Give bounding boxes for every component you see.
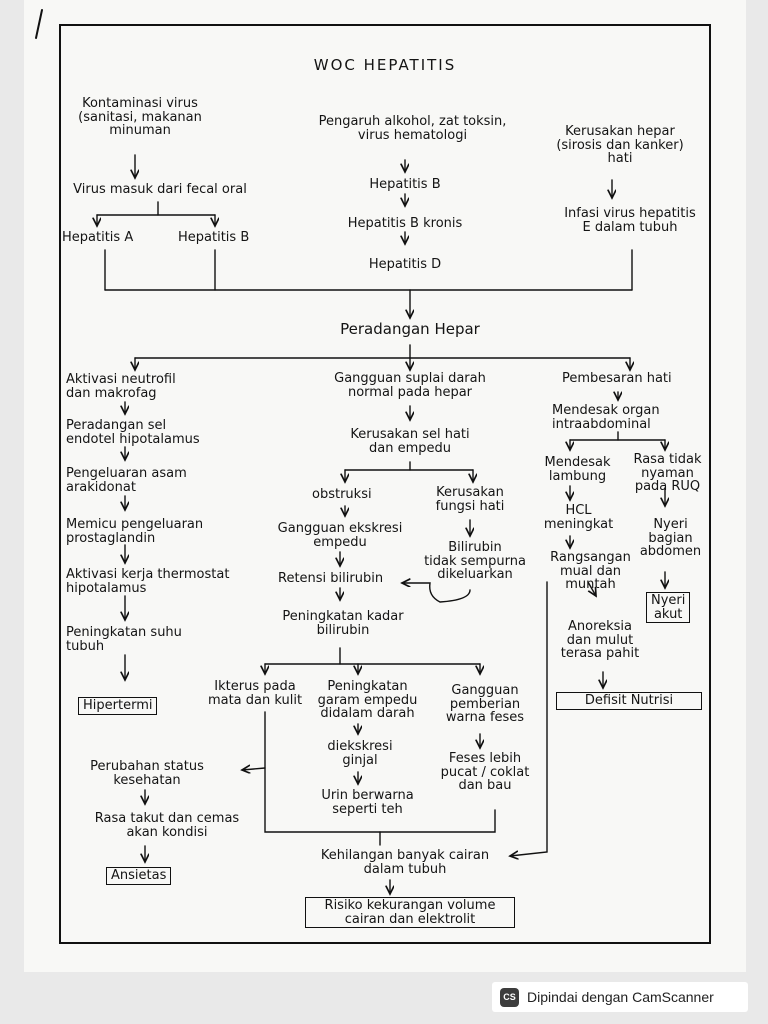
- node-pengaruh: Pengaruh alkohol, zat toksin, virus hema…: [318, 114, 507, 143]
- node-kerusakan-sel: Kerusakan sel hati dan empedu: [350, 427, 470, 456]
- node-virus-masuk: Virus masuk dari fecal oral: [73, 182, 247, 197]
- diagnosis-nyeri-akut: Nyeri akut: [646, 592, 691, 624]
- node-hcl-meningkat: HCL meningkat: [543, 503, 614, 532]
- camscanner-watermark: CS Dipindai dengan CamScanner: [492, 982, 748, 1012]
- watermark-text: Dipindai dengan CamScanner: [527, 989, 714, 1005]
- node-rasa-tidak-nyaman: Rasa tidak nyaman pada RUQ: [633, 452, 702, 495]
- node-perubahan-status: Perubahan status kesehatan: [90, 759, 204, 788]
- node-anoreksia: Anoreksia dan mulut terasa pahit: [560, 619, 640, 662]
- node-peningkatan-kadar: Peningkatan kadar bilirubin: [282, 609, 404, 638]
- node-feses: Feses lebih pucat / coklat dan bau: [440, 751, 530, 794]
- node-bilirubin-tidak: Bilirubin tidak sempurna dikeluarkan: [424, 540, 526, 583]
- node-mendesak-lambung: Mendesak lambung: [544, 455, 611, 484]
- node-urin: Urin berwarna seperti teh: [321, 788, 414, 817]
- node-peradangan-hepar: Peradangan Hepar: [340, 320, 480, 338]
- camscanner-logo-icon: CS: [500, 987, 519, 1007]
- diagnosis-risiko-volume: Risiko kekurangan volume cairan dan elek…: [305, 897, 515, 929]
- node-peningkatan-suhu: Peningkatan suhu tubuh: [66, 625, 182, 654]
- node-hepatitis-b-left: Hepatitis B: [178, 230, 250, 245]
- node-nyeri-bagian: Nyeri bagian abdomen: [639, 517, 702, 560]
- node-kerusakan-hepar: Kerusakan hepar (sirosis dan kanker) hat…: [556, 124, 684, 167]
- node-mendesak-organ: Mendesak organ intraabdominal: [552, 403, 660, 432]
- node-memicu-pengeluaran: Memicu pengeluaran prostaglandin: [66, 517, 204, 546]
- node-ikterus: Ikterus pada mata dan kulit: [207, 679, 303, 708]
- node-kontaminasi: Kontaminasi virus (sanitasi, makanan min…: [78, 96, 202, 139]
- node-aktivasi-neutrofil: Aktivasi neutrofil dan makrofag: [66, 372, 176, 401]
- diagnosis-hipertermi: Hipertermi: [78, 697, 158, 715]
- node-gangguan-suplai: Gangguan suplai darah normal pada hepar: [334, 371, 486, 400]
- node-pembesaran-hati: Pembesaran hati: [562, 371, 672, 386]
- node-hepatitis-a: Hepatitis A: [62, 230, 134, 245]
- node-gangguan-pemberian: Gangguan pemberian warna feses: [445, 683, 525, 726]
- diagram-title: WOC HEPATITIS: [313, 56, 457, 74]
- node-kerusakan-fungsi: Kerusakan fungsi hati: [435, 485, 505, 514]
- node-rangsangan: Rangsangan mual dan muntah: [550, 550, 631, 593]
- node-infasi: Infasi virus hepatitis E dalam tubuh: [564, 206, 696, 235]
- node-aktivasi-thermostat: Aktivasi kerja thermostat hipotalamus: [66, 567, 230, 596]
- node-pengeluaran-asam: Pengeluaran asam arakidonat: [66, 466, 187, 495]
- node-gangguan-ekskresi: Gangguan ekskresi empedu: [277, 521, 403, 550]
- node-rasa-takut: Rasa takut dan cemas akan kondisi: [94, 811, 240, 840]
- node-retensi-bilirubin: Retensi bilirubin: [278, 571, 384, 586]
- node-hepatitis-d: Hepatitis D: [368, 257, 442, 272]
- diagnosis-defisit-nutrisi: Defisit Nutrisi: [556, 692, 702, 710]
- node-peradangan-sel: Peradangan sel endotel hipotalamus: [66, 418, 200, 447]
- node-hepatitis-b: Hepatitis B: [369, 177, 441, 192]
- node-diekskresi-ginjal: diekskresi ginjal: [327, 739, 393, 768]
- scanned-paper: [24, 0, 746, 972]
- diagnosis-ansietas: Ansietas: [106, 867, 172, 885]
- node-kehilangan-cairan: Kehilangan banyak cairan dalam tubuh: [320, 848, 490, 877]
- node-peningkatan-garam: Peningkatan garam empedu didalam darah: [317, 679, 418, 722]
- node-hepatitis-b-kronis: Hepatitis B kronis: [347, 216, 463, 231]
- node-obstruksi: obstruksi: [312, 487, 372, 502]
